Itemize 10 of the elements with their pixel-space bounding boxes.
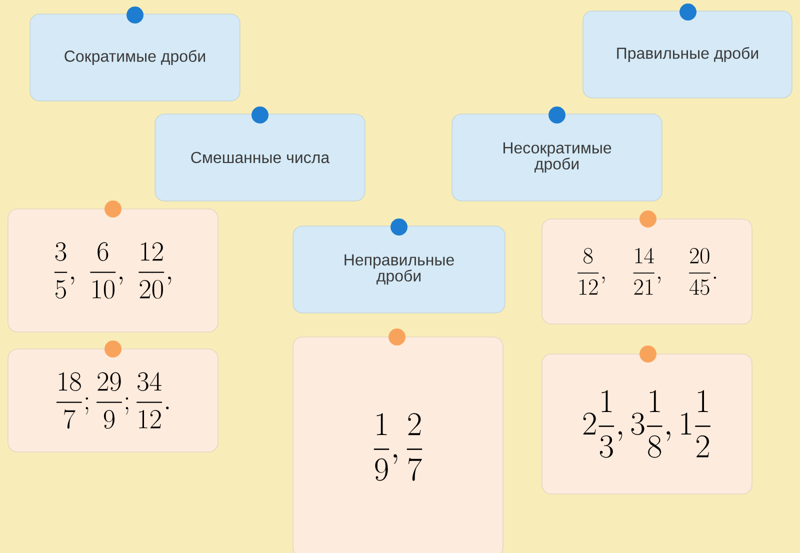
fraction-card: $\frac{1}{9},\frac{2}{7}$	[292, 336, 504, 553]
category-card: Несократимые дроби	[452, 114, 662, 202]
fraction-card: $\frac{18}{7};\frac{29}{9};\frac{34}{12}.$	[8, 348, 218, 452]
category-card: Неправильные дроби	[292, 226, 506, 314]
fraction-card: $\frac{8}{12},\quad \frac{14}{21},\quad \frac{20}{45}.$	[542, 218, 752, 324]
fraction-card: $2\frac{1}{3},3\frac{1}{8},1\frac{1}{2}$	[542, 354, 752, 494]
fraction-card: $\frac{3}{5},\ \frac{6}{10},\ \frac{12}{20},$	[8, 208, 218, 332]
category-card: Правильные дроби	[582, 10, 792, 98]
category-card: Смешанные числа	[154, 114, 366, 202]
category-card: Сократимые дроби	[30, 14, 240, 102]
